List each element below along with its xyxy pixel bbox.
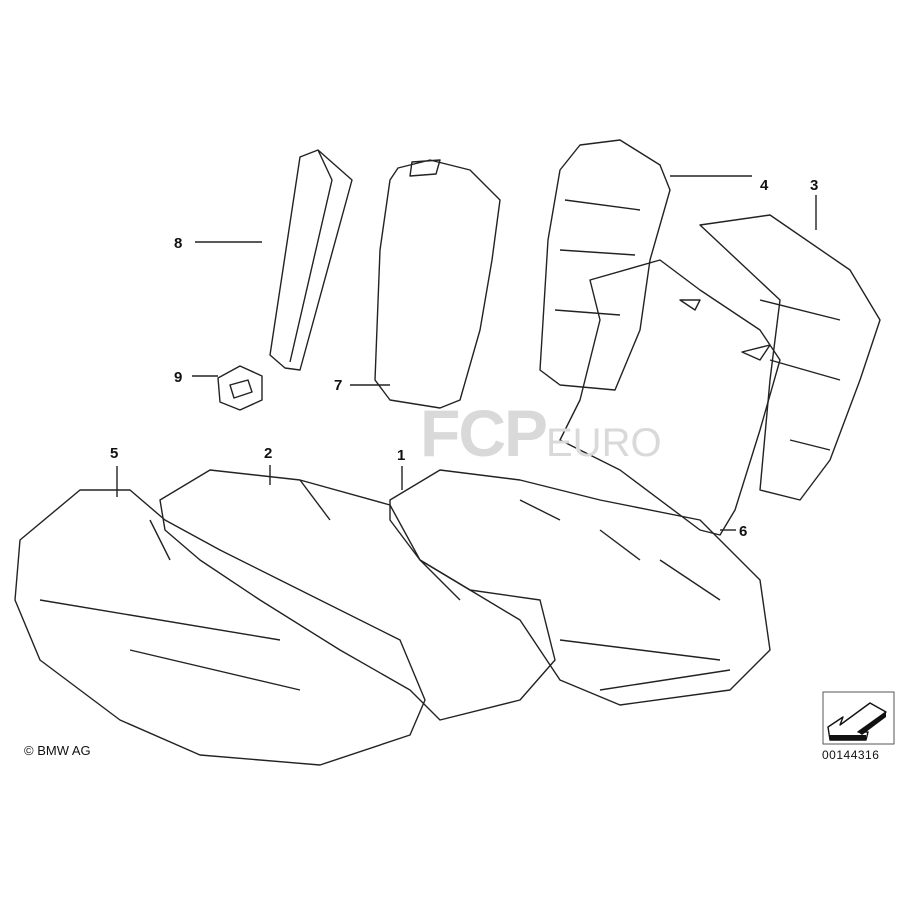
callout-9: 9 (174, 369, 183, 386)
copyright: © BMW AG (24, 743, 91, 758)
callout-1: 1 (397, 447, 406, 464)
callout-2: 2 (264, 445, 273, 462)
part-6-backrest (559, 259, 781, 536)
part-3-backrest-frame (699, 214, 881, 501)
watermark-brand: FCP (420, 396, 548, 470)
part-2-seat-cushion (159, 469, 556, 721)
part-7-backrest-cover (374, 159, 501, 409)
part-9-cover-cap (217, 365, 263, 411)
callout-5: 5 (110, 445, 119, 462)
callout-4: 4 (760, 177, 769, 194)
callout-7: 7 (334, 377, 343, 394)
part-8-side-bolster (269, 149, 353, 371)
watermark: FCPEURO (420, 400, 662, 466)
drawing-number: 00144316 (822, 748, 880, 762)
watermark-suffix: EURO (546, 421, 662, 465)
callout-6: 6 (739, 523, 748, 540)
part-4-backrest-frame (539, 139, 671, 391)
orientation-arrow-icon (822, 691, 895, 745)
part-5-seat-cushion (14, 489, 426, 766)
part-1-seat-frame (389, 469, 771, 706)
callout-3: 3 (810, 177, 819, 194)
callout-8: 8 (174, 235, 183, 252)
